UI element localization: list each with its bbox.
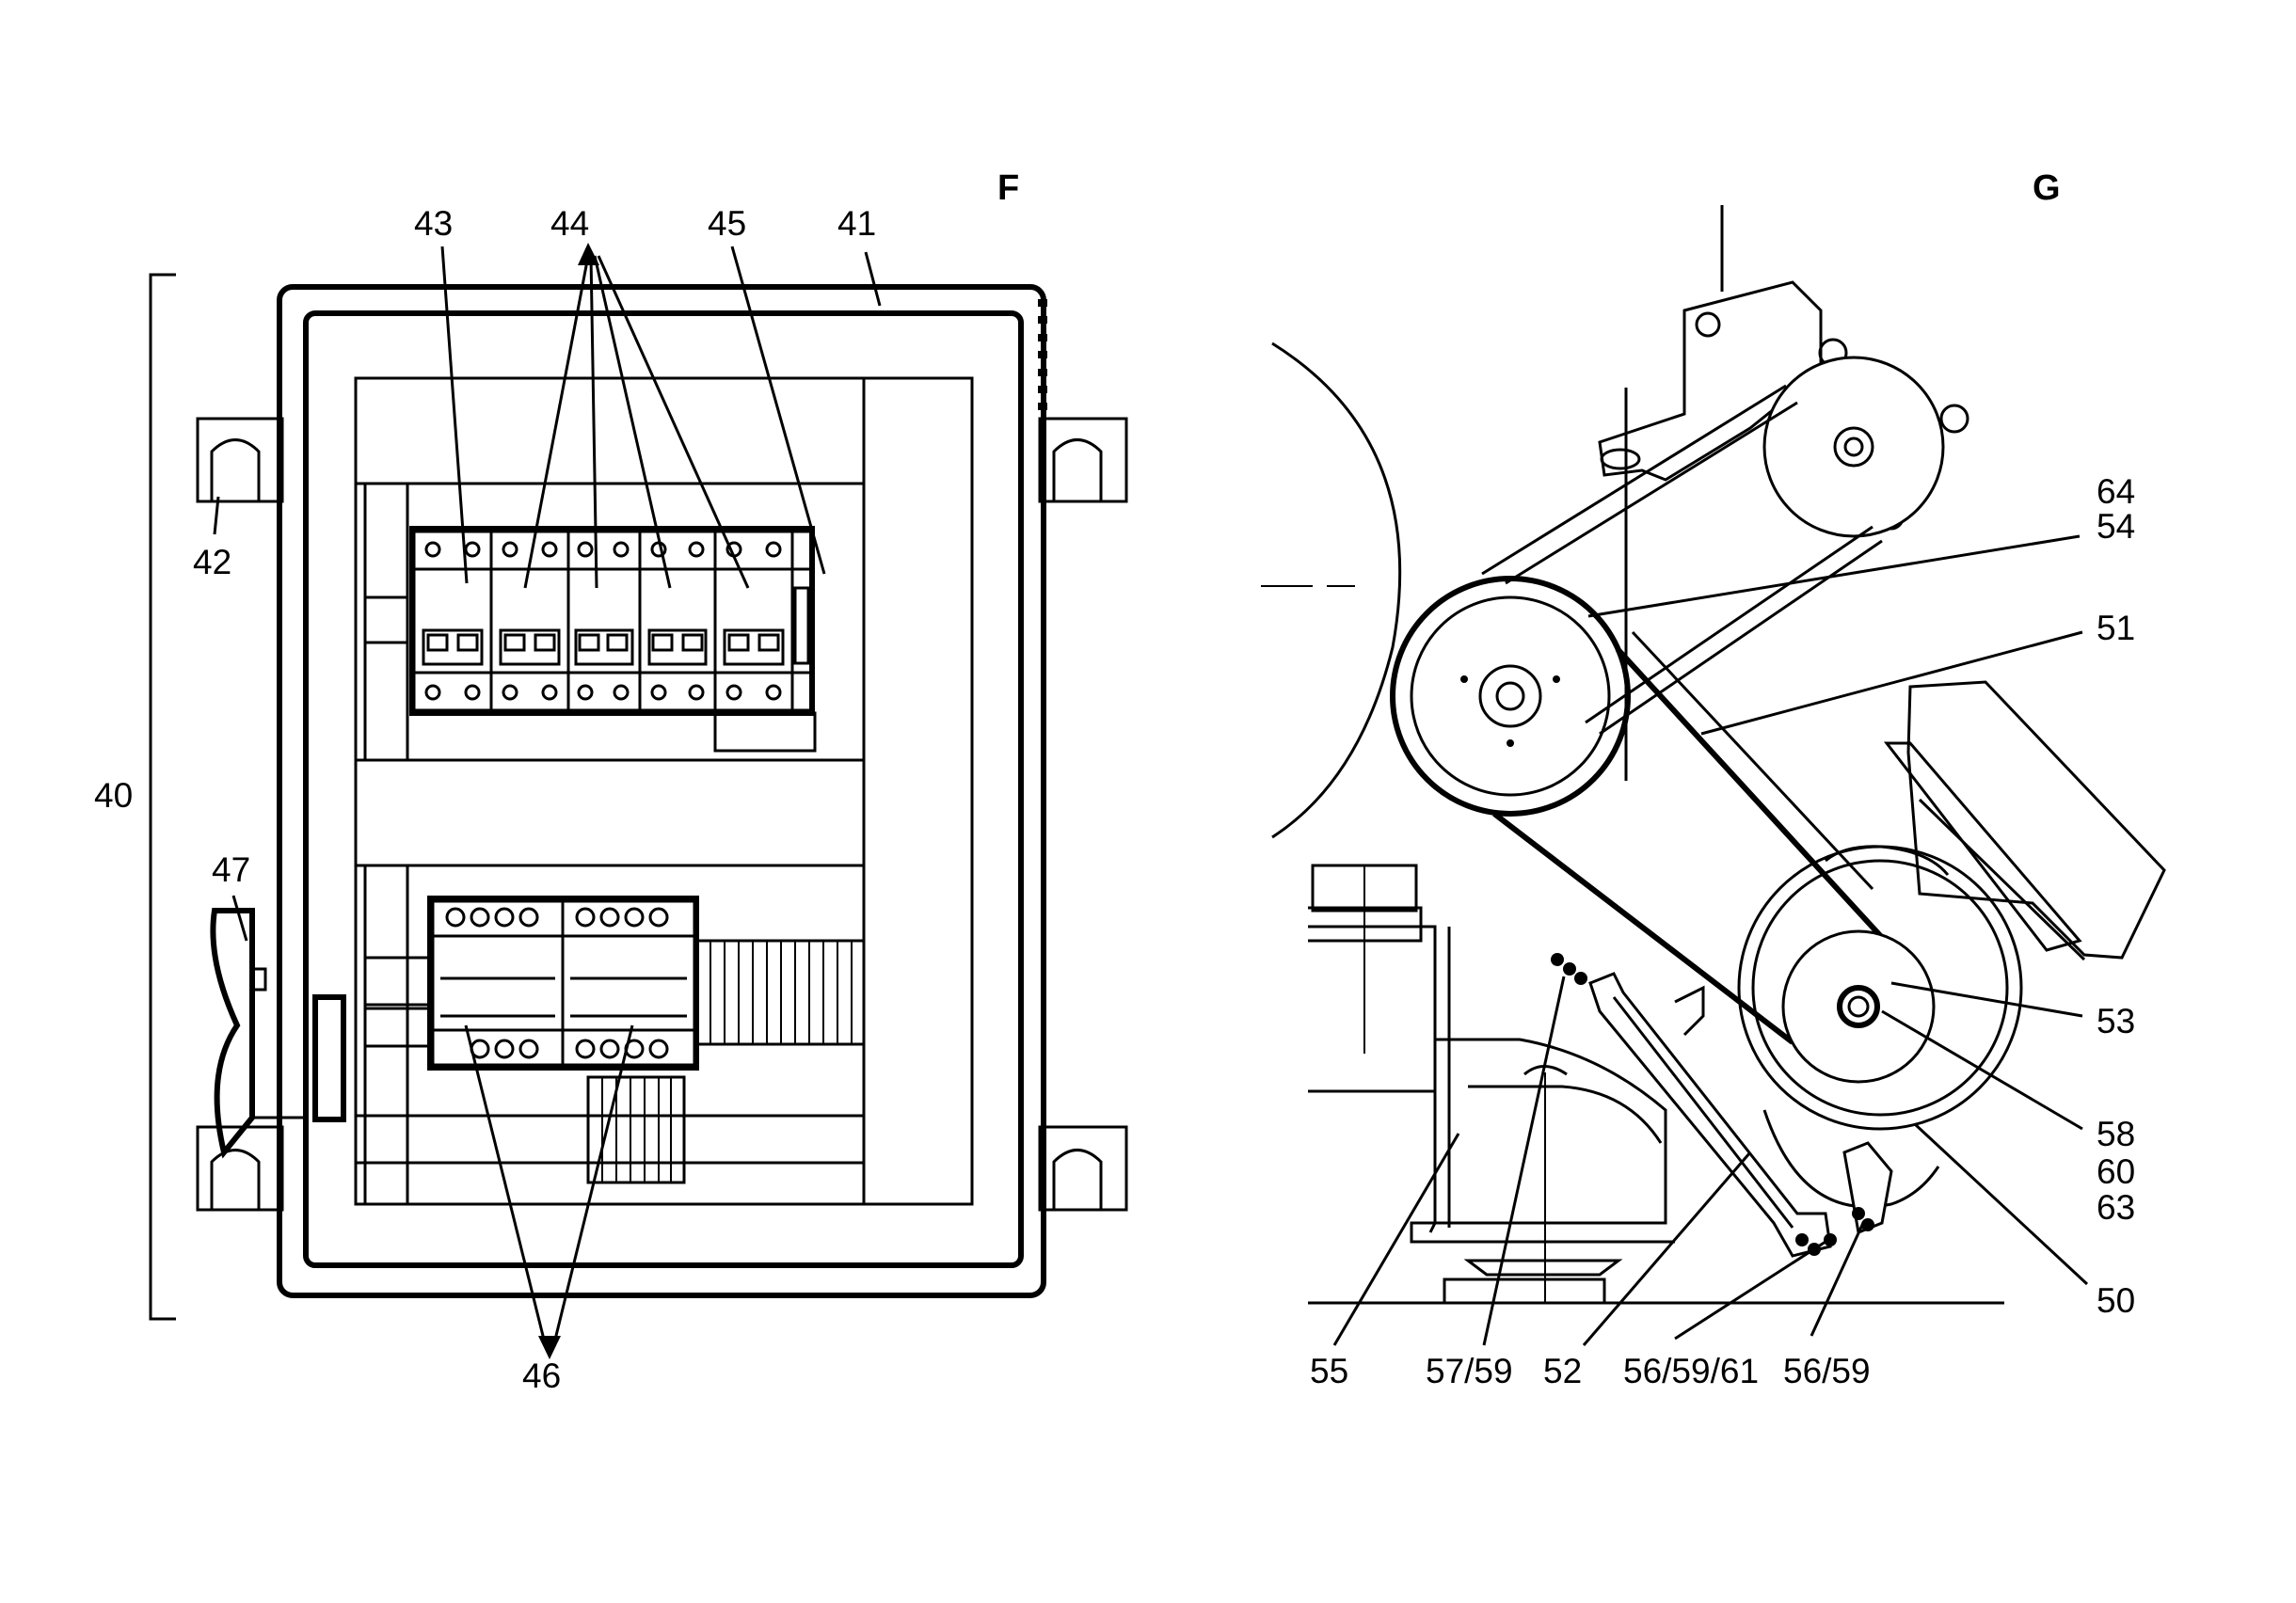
panel-g-belt-drive — [1261, 205, 2166, 1346]
callout-51: 51 — [2097, 609, 2135, 647]
panel-label-f: F — [997, 168, 1019, 208]
callout-60: 60 — [2097, 1152, 2135, 1191]
leader-lines-f — [213, 243, 882, 1359]
breaker-base — [713, 711, 817, 753]
mounting-lug-top-right — [1038, 417, 1128, 503]
circuit-breaker-3 — [638, 530, 717, 712]
breaker-row — [409, 526, 817, 753]
callout-53: 53 — [2097, 1002, 2135, 1040]
panel-label-g: G — [2033, 168, 2061, 208]
callout-54: 54 — [2097, 507, 2135, 546]
main-breaker — [412, 530, 493, 712]
drive-pulley — [1390, 576, 1631, 817]
callout-46: 46 — [522, 1357, 561, 1395]
belt-upper-outer — [1481, 384, 1787, 576]
v-belt — [1492, 630, 1889, 1045]
cable-duct-vertical — [862, 376, 974, 1206]
terminal-strip — [694, 939, 866, 1046]
labels: F G 40 41 42 43 44 45 46 47 64 54 51 53 … — [94, 168, 2135, 1395]
hinge-marks — [1038, 299, 1047, 410]
mounting-lug-top-left — [196, 417, 284, 503]
terminal-strip-lower — [586, 1075, 686, 1184]
left-strip-upper — [363, 482, 409, 762]
callout-57-59: 57/59 — [1426, 1352, 1513, 1390]
callout-43: 43 — [414, 204, 453, 243]
leader-lines-g — [1332, 534, 2089, 1346]
mounting-lug-bottom-left — [196, 1125, 284, 1212]
callout-58: 58 — [2097, 1115, 2135, 1153]
door-handle — [210, 908, 346, 1159]
tension-rod — [1551, 953, 1874, 1258]
panel-f-control-cabinet — [149, 243, 1128, 1359]
callout-45: 45 — [708, 204, 746, 243]
callout-56-59: 56/59 — [1783, 1352, 1871, 1390]
mounting-plate — [354, 376, 974, 1206]
machine-base — [1308, 864, 2004, 1305]
circuit-breaker-4 — [713, 530, 794, 712]
drum-arc — [1271, 341, 1402, 839]
left-strip-lower — [363, 864, 409, 1206]
contactor-2 — [561, 899, 696, 1067]
callout-41: 41 — [837, 204, 876, 243]
enclosure-outer — [277, 284, 1046, 1298]
cable-duct-middle — [354, 758, 866, 867]
tension-pulley-assembly — [1598, 280, 1969, 538]
tension-pulley — [1762, 356, 1945, 538]
motor-pulley — [1781, 929, 1936, 1084]
callout-40: 40 — [94, 776, 133, 815]
callout-63: 63 — [2097, 1188, 2135, 1227]
callout-52: 52 — [1543, 1352, 1582, 1390]
enclosure-door-seal — [303, 310, 1024, 1268]
auxiliary-contact — [790, 530, 813, 712]
callout-47: 47 — [212, 850, 250, 889]
callout-55: 55 — [1310, 1352, 1348, 1390]
cable-duct-top — [354, 376, 866, 485]
mounting-lug-bottom-right — [1038, 1125, 1128, 1212]
circuit-breaker-2 — [566, 530, 642, 712]
callout-64: 64 — [2097, 472, 2135, 511]
contactor-1 — [431, 899, 565, 1067]
callout-44: 44 — [550, 204, 589, 243]
height-bracket — [149, 273, 176, 1321]
callout-56-59-61: 56/59/61 — [1623, 1352, 1759, 1390]
callout-50: 50 — [2097, 1281, 2135, 1320]
callout-42: 42 — [193, 543, 231, 581]
